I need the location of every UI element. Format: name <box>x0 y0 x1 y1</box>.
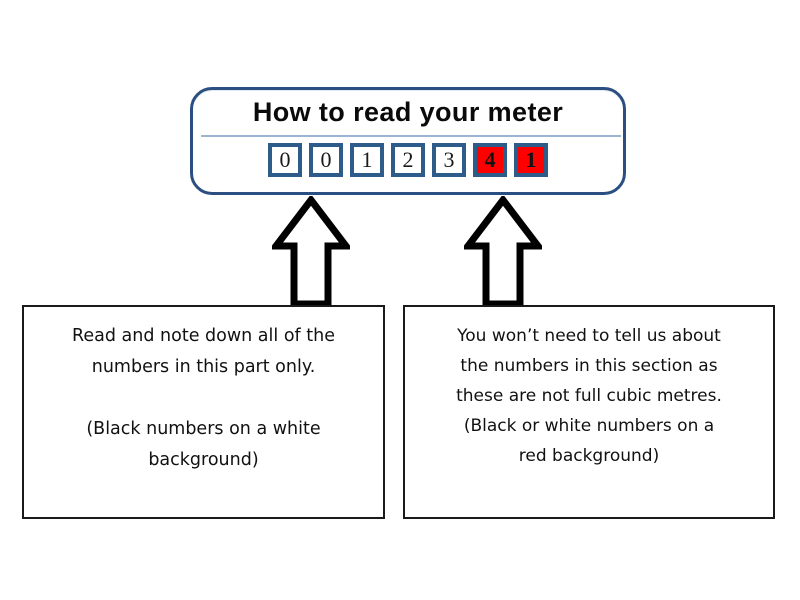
meter-digit-row: 0 0 1 2 3 4 1 <box>193 143 623 177</box>
callout-left-line-3: (Black numbers on a white <box>86 419 321 439</box>
callout-left-line-2: numbers in this part only. <box>91 357 316 377</box>
meter-digit-4: 2 <box>391 143 425 177</box>
callout-right-line-1: You won’t need to tell us about <box>457 326 721 346</box>
callout-box-left: Read and note down all of the numbers in… <box>22 305 385 519</box>
callout-right-line-5: red background) <box>518 446 660 466</box>
callout-left-line-1: Read and note down all of the <box>72 326 335 346</box>
arrow-up-right-icon <box>464 196 542 308</box>
meter-digit-6: 4 <box>473 143 507 177</box>
callout-right-line-2: the numbers in this section as <box>460 356 718 376</box>
callout-left-line-4: background) <box>148 450 259 470</box>
callout-right-line-3: these are not full cubic metres. <box>456 386 722 406</box>
callout-box-right: You won’t need to tell us about the numb… <box>403 305 775 519</box>
meter-panel-title: How to read your meter <box>252 97 564 127</box>
arrow-up-left-icon <box>272 196 350 308</box>
meter-digit-7: 1 <box>514 143 548 177</box>
meter-panel: How to read your meter 0 0 1 2 3 4 1 <box>190 87 626 195</box>
meter-digit-5: 3 <box>432 143 466 177</box>
meter-digit-3: 1 <box>350 143 384 177</box>
meter-digit-2: 0 <box>309 143 343 177</box>
meter-title-divider <box>201 135 621 137</box>
meter-digit-1: 0 <box>268 143 302 177</box>
callout-right-line-4: (Black or white numbers on a <box>463 416 715 436</box>
